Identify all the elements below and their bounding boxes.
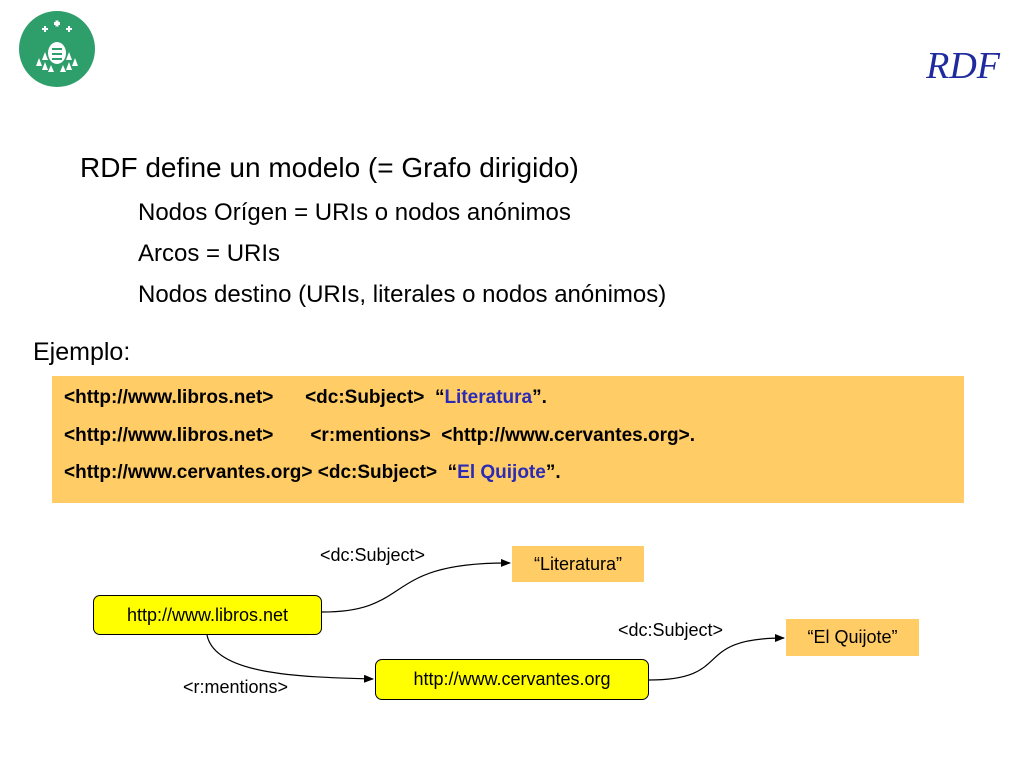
slide-title: RDF <box>926 45 1000 87</box>
triple-1-open-quote: “ <box>434 387 445 408</box>
triple-1-close-quote: ”. <box>532 387 547 408</box>
edge-label-dc-subject-2: <dc:Subject> <box>618 620 724 640</box>
triple-line-1: <http://www.libros.net> <dc:Subject> “Li… <box>64 387 547 409</box>
node-libros-uri: http://www.libros.net <box>93 595 322 635</box>
main-point: RDF define un modelo (= Grafo dirigido) <box>80 152 579 183</box>
sub-point-destination-nodes: Nodos destino (URIs, literales o nodos a… <box>138 281 667 308</box>
triple-line-2: <http://www.libros.net> <r:mentions> <ht… <box>64 425 695 447</box>
triple-2-subject: <http://www.libros.net> <box>64 425 274 446</box>
edge-label-r-mentions: <r:mentions> <box>183 677 289 697</box>
triples-code-box: <http://www.libros.net> <dc:Subject> “Li… <box>52 376 964 503</box>
triple-1-literal: Literatura <box>444 387 533 408</box>
university-crest-icon <box>19 11 95 87</box>
triple-line-3: <http://www.cervantes.org> <dc:Subject> … <box>64 462 561 484</box>
triple-3-open-quote: “ <box>447 462 458 483</box>
node-literatura-literal: “Literatura” <box>512 546 644 582</box>
edge-cervantes-quijote <box>648 634 785 681</box>
triple-3-predicate: <dc:Subject> <box>317 462 438 483</box>
edge-libros-cervantes <box>206 634 374 683</box>
triple-1-subject: <http://www.libros.net> <box>64 387 274 408</box>
node-quijote-literal: “El Quijote” <box>786 619 919 656</box>
triple-3-literal: El Quijote <box>457 462 546 483</box>
triple-2-object: <http://www.cervantes.org>. <box>441 425 696 446</box>
sub-point-origin-nodes: Nodos Orígen = URIs o nodos anónimos <box>138 199 571 226</box>
example-label: Ejemplo: <box>33 338 131 366</box>
triple-3-close-quote: ”. <box>545 462 561 483</box>
triple-2-predicate: <r:mentions> <box>310 425 431 446</box>
triple-3-subject: <http://www.cervantes.org> <box>64 462 313 483</box>
edge-libros-literatura <box>321 558 511 613</box>
triple-1-predicate: <dc:Subject> <box>305 387 425 408</box>
sub-point-arcs: Arcos = URIs <box>138 240 281 267</box>
edge-label-dc-subject-1: <dc:Subject> <box>320 545 426 565</box>
node-cervantes-uri: http://www.cervantes.org <box>375 659 649 700</box>
